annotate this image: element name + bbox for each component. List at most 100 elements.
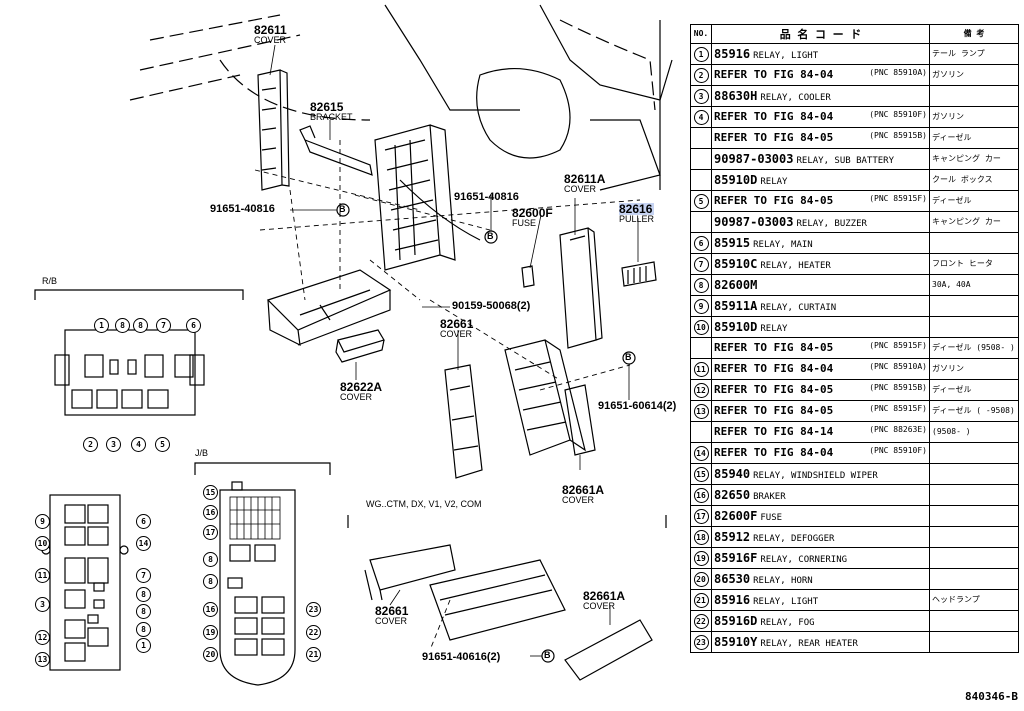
row-number: 12 — [690, 379, 712, 401]
pnc-ref: (PNC 85910F) — [869, 446, 927, 455]
label-91651-40616: 91651-40616(2) — [422, 651, 501, 663]
row-number-circle: 5 — [693, 193, 709, 209]
row-number-circle: 14 — [693, 445, 709, 461]
part-description: RELAY — [760, 176, 788, 187]
remark-cell — [929, 316, 1019, 338]
callout-rb-bottom: 2 — [83, 437, 98, 452]
part-name: COVER — [564, 184, 597, 194]
rb-label: R/B — [42, 276, 58, 286]
junction-block-shape — [504, 339, 586, 456]
callout-left-panel-right: 7 — [136, 568, 151, 583]
cover-82661-shape — [444, 364, 483, 479]
header-remark: 備 考 — [929, 24, 1019, 44]
part-description: RELAY, REAR HEATER — [760, 638, 858, 649]
part-number: 82611A — [564, 172, 606, 186]
row-number-circle: 4 — [693, 109, 709, 125]
part-code: 82600F — [714, 508, 758, 523]
remark-cell: ガソリン — [929, 106, 1019, 128]
pnc-ref: (PNC 85910A) — [869, 362, 927, 371]
remark-cell: キャンピング カー — [929, 148, 1019, 170]
row-number-circle: 22 — [693, 613, 709, 629]
cover-82611-shape — [257, 69, 290, 191]
jb-label: J/B — [195, 448, 209, 458]
callout-jb-left: 19 — [203, 625, 218, 640]
part-number: 82661A — [562, 483, 605, 497]
row-number-circle: 6 — [693, 235, 709, 251]
row-number — [690, 148, 712, 170]
remark-cell — [929, 484, 1019, 506]
part-name-cell: 82600M — [711, 274, 930, 296]
part-code: REFER TO FIG 84-04 — [714, 68, 834, 81]
cover-82661a-plate — [564, 384, 596, 456]
part-code: REFER TO FIG 84-14 — [714, 425, 834, 438]
lower-assembly-shape — [347, 515, 667, 681]
part-code: 85911A — [714, 298, 758, 313]
row-number-circle: 12 — [693, 382, 709, 398]
remark-cell: (9508- ) — [929, 421, 1019, 443]
label-82611a: 82611A COVER — [564, 173, 605, 194]
row-number: 14 — [690, 442, 712, 464]
callout-jb-left: 20 — [203, 647, 218, 662]
label-82622a: 82622A COVER — [340, 381, 382, 402]
cover-82611a-shape — [559, 227, 603, 349]
part-code: 85916F — [714, 550, 758, 565]
row-number: 13 — [690, 400, 712, 422]
remark-cell — [929, 295, 1019, 317]
callout-jb-left: 16 — [203, 602, 218, 617]
row-number: 10 — [690, 316, 712, 338]
remark-cell: キャンピング カー — [929, 211, 1019, 233]
row-number: 21 — [690, 589, 712, 611]
callout-rb-top: 8 — [115, 318, 130, 333]
part-name-cell: REFER TO FIG 84-14(PNC 88263E) — [711, 421, 930, 443]
callout-jb-right: 21 — [306, 647, 321, 662]
remark-cell — [929, 505, 1019, 527]
row-number-circle: 17 — [693, 508, 709, 524]
pnc-ref: (PNC 85915F) — [869, 404, 927, 413]
part-code: 82600M — [714, 277, 758, 292]
grade-label: WG..CTM, DX, V1, V2, COM — [366, 499, 482, 509]
callout-left-panel-right: 8 — [136, 622, 151, 637]
callout-jb-right: 22 — [306, 625, 321, 640]
row-number: 1 — [690, 43, 712, 65]
row-number: 9 — [690, 295, 712, 317]
parts-diagram: 82611 COVER 82615 BRACKET 91651-40816 B … — [34, 4, 676, 686]
callout-jb-right: 23 — [306, 602, 321, 617]
part-code: REFER TO FIG 84-05 — [714, 404, 834, 417]
remark-cell — [929, 526, 1019, 548]
part-name: COVER — [562, 495, 595, 505]
dashboard-outline — [129, 14, 656, 121]
row-number-circle: 1 — [693, 46, 709, 62]
callout-jb-left: 8 — [203, 574, 218, 589]
row-number: 4 — [690, 106, 712, 128]
remark-cell: ディーゼル — [929, 127, 1019, 149]
callout-left-panel-right: 14 — [136, 536, 151, 551]
callout-left-panel-right: 6 — [136, 514, 151, 529]
table-row: REFER TO FIG 84-05(PNC 85915F)ディーゼル (950… — [690, 337, 1019, 359]
bolt-mark-b: B — [339, 204, 346, 214]
jb-diagram — [194, 462, 331, 686]
callout-left-panel-left: 11 — [35, 568, 50, 583]
part-name: COVER — [375, 616, 408, 626]
part-name: FUSE — [512, 218, 537, 228]
part-name: PULLER — [619, 214, 655, 224]
row-number: 23 — [690, 631, 712, 653]
remark-cell: 30A, 40A — [929, 274, 1019, 296]
label-82661a: 82661A COVER — [562, 484, 604, 505]
bolt-mark-b: B — [544, 650, 551, 660]
remark-cell — [929, 463, 1019, 485]
part-code: 85940 — [714, 466, 751, 481]
